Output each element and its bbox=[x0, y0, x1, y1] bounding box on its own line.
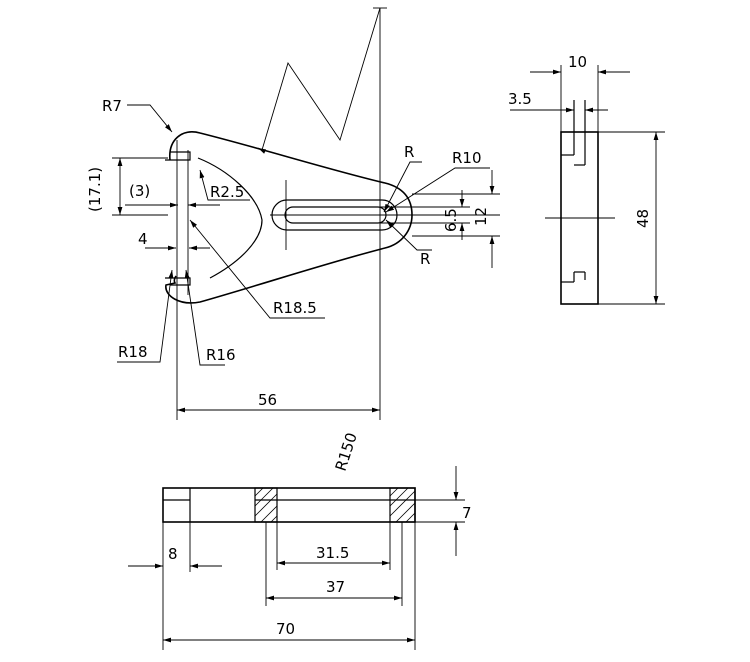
label-70: 70 bbox=[276, 620, 295, 638]
label-r150: R150 bbox=[332, 431, 361, 474]
label-17-1: (17.1) bbox=[86, 167, 104, 212]
label-12: 12 bbox=[472, 207, 490, 226]
label-r-upper: R bbox=[404, 143, 414, 161]
part-outline bbox=[165, 131, 413, 304]
label-3-5: 3.5 bbox=[508, 90, 532, 108]
slot bbox=[271, 199, 398, 231]
label-7: 7 bbox=[462, 504, 472, 522]
label-37: 37 bbox=[326, 578, 345, 596]
label-r18: R18 bbox=[118, 343, 148, 361]
label-r-lower: R bbox=[420, 250, 430, 268]
label-6-5: 6.5 bbox=[442, 208, 460, 232]
top-view: R7 (17.1) (3) R2.5 4 R18.5 R18 R16 56 R1… bbox=[86, 7, 500, 474]
label-3: (3) bbox=[129, 182, 150, 200]
label-56: 56 bbox=[258, 391, 277, 409]
label-10: 10 bbox=[568, 53, 587, 71]
label-r10: R10 bbox=[452, 149, 482, 167]
label-4: 4 bbox=[138, 230, 148, 248]
label-48: 48 bbox=[634, 209, 652, 228]
label-r2-5: R2.5 bbox=[210, 183, 244, 201]
label-31-5: 31.5 bbox=[316, 544, 349, 562]
label-8: 8 bbox=[168, 545, 178, 563]
side-view: 10 3.5 48 bbox=[508, 53, 665, 305]
front-body bbox=[162, 487, 416, 523]
front-view: 7 8 31.5 37 70 bbox=[128, 466, 472, 650]
label-r7: R7 bbox=[102, 97, 122, 115]
label-r18-5: R18.5 bbox=[273, 299, 317, 317]
hatch-right bbox=[389, 487, 416, 523]
label-r16: R16 bbox=[206, 346, 236, 364]
hatch-left bbox=[254, 487, 278, 523]
inner-arc bbox=[197, 157, 263, 279]
